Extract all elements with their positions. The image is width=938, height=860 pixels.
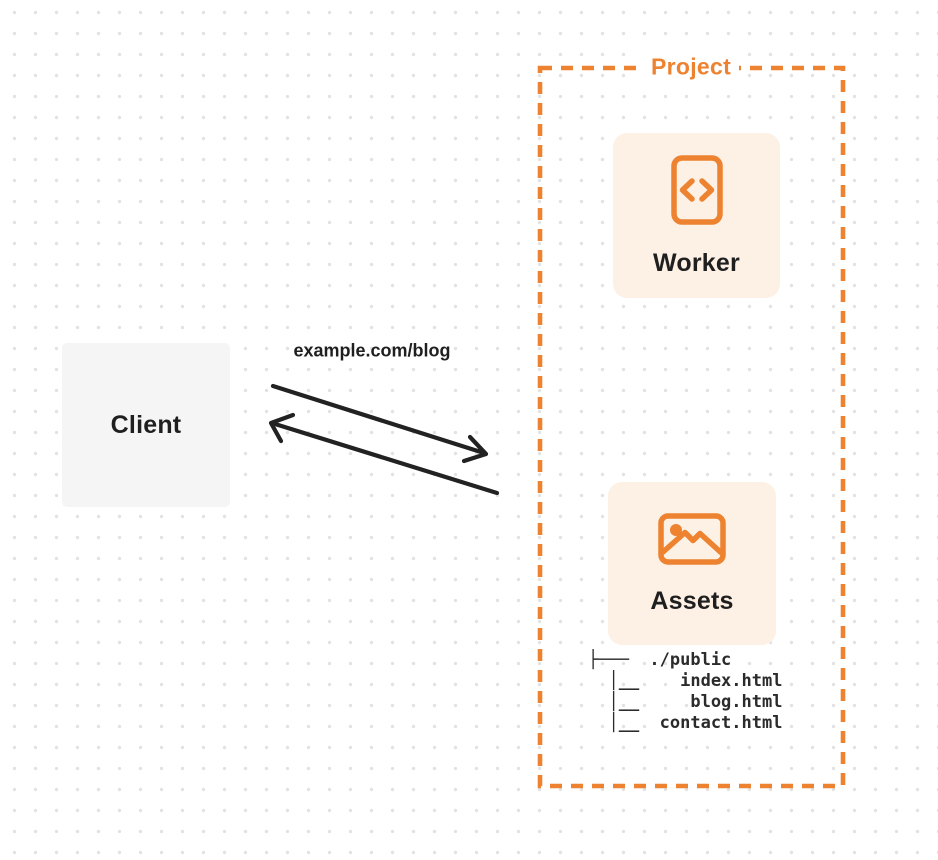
assets-file-tree: ├─── ./public │__ index.html │__ blog.ht… xyxy=(588,650,782,734)
project-title: Project xyxy=(642,52,740,82)
request-url-label: example.com/blog xyxy=(293,340,451,361)
tree-line-contact: │__ contact.html xyxy=(588,713,783,733)
assets-card: Assets xyxy=(608,482,776,645)
tree-line-blog: │__ blog.html xyxy=(588,692,783,712)
worker-label: Worker xyxy=(653,249,740,277)
worker-card: Worker xyxy=(613,133,780,298)
assets-label: Assets xyxy=(650,587,734,615)
tree-line-index: │__ index.html xyxy=(588,671,783,691)
client-label: Client xyxy=(110,410,182,439)
response-arrow xyxy=(268,412,500,496)
code-file-icon xyxy=(670,155,723,225)
request-arrow xyxy=(270,383,489,464)
client-box: Client xyxy=(62,343,230,507)
tree-line-public: ├─── ./public xyxy=(588,650,732,670)
image-icon xyxy=(658,513,726,565)
